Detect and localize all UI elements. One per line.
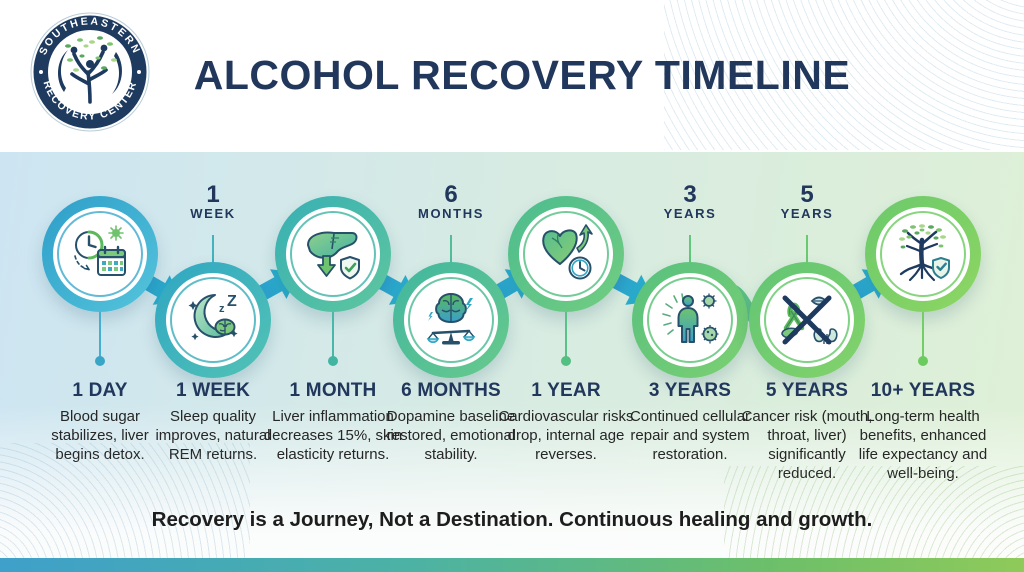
connector-line xyxy=(922,312,924,358)
milestone-description: Cardiovascular risks drop, internal age … xyxy=(498,408,634,464)
connector-line xyxy=(806,235,808,262)
connector-line xyxy=(565,312,567,358)
milestone-marker: 6 MONTHS xyxy=(385,182,517,221)
milestone-marker: 3 YEARS xyxy=(624,182,756,221)
milestone-description: Dopamine baseline restored, emotional st… xyxy=(386,408,516,464)
svg-text:Z: Z xyxy=(227,293,237,310)
milestone-description: Long-term health benefits, enhanced life… xyxy=(858,408,988,483)
milestone-badge xyxy=(865,196,981,312)
milestone-badge xyxy=(393,262,509,378)
connector-line xyxy=(212,235,214,262)
milestone-label: 1 YEAR xyxy=(531,380,601,401)
milestone-badge xyxy=(749,262,865,378)
milestone-badge xyxy=(275,196,391,312)
connector-dot xyxy=(918,356,928,366)
connector-dot xyxy=(328,356,338,366)
marker-number: 5 xyxy=(800,181,814,208)
milestone-label: 1 MONTH xyxy=(289,380,377,401)
bottom-gradient-bar xyxy=(0,558,1024,572)
milestone-label: 1 WEEK xyxy=(175,380,251,401)
connector-dot xyxy=(561,356,571,366)
milestone-label: 1 DAY xyxy=(72,380,128,401)
marker-unit: WEEK xyxy=(190,206,236,222)
connector-dot xyxy=(95,356,105,366)
milestone-description: Continued cellular repair and system res… xyxy=(629,408,751,464)
milestone-badge: z Z xyxy=(155,262,271,378)
milestone-description: Liver inflammation decreases 15%, skin e… xyxy=(263,408,403,464)
marker-unit: YEARS xyxy=(780,206,834,222)
milestone-description: Blood sugar stabilizes, liver begins det… xyxy=(51,408,149,464)
svg-text:z: z xyxy=(219,303,225,315)
milestone-marker: 1 WEEK xyxy=(147,182,279,221)
recovery-center-logo: SOUTHEASTERN RECOVERY CENTER xyxy=(30,12,150,132)
connector-line xyxy=(689,235,691,262)
marker-unit: YEARS xyxy=(663,206,717,222)
milestone-description: Cancer risk (mouth, throat, liver) signi… xyxy=(741,408,873,483)
footer-quote: Recovery is a Journey, Not a Destination… xyxy=(151,508,873,531)
cell-repair-icon xyxy=(662,293,719,344)
marker-number: 1 xyxy=(206,181,220,208)
header: SOUTHEASTERN RECOVERY CENTER xyxy=(0,0,1024,152)
marker-unit: MONTHS xyxy=(418,206,484,222)
milestone-marker: 5 YEARS xyxy=(741,182,873,221)
milestone-label: 6 MONTHS xyxy=(401,380,501,401)
milestone-label: 10+ YEARS xyxy=(870,380,976,401)
clock-calendar-icon xyxy=(74,225,126,276)
milestone-description: Sleep quality improves, natural REM retu… xyxy=(155,408,271,464)
marker-number: 3 xyxy=(683,181,697,208)
page-title: ALCOHOL RECOVERY TIMELINE xyxy=(193,52,851,98)
milestone-label: 5 YEARS xyxy=(765,380,849,401)
moon-sleep-icon: z Z xyxy=(188,293,238,341)
milestone-badge xyxy=(632,262,748,378)
cancer-risk-icon xyxy=(781,295,838,345)
connector-line xyxy=(99,312,101,358)
milestone-label: 3 YEARS xyxy=(648,380,732,401)
brain-balance-icon xyxy=(426,293,476,345)
logo-tree-icon xyxy=(58,36,122,104)
connector-line xyxy=(332,312,334,358)
heart-clock-icon xyxy=(542,224,593,280)
tree-wellness-icon xyxy=(899,224,950,282)
milestone-badge xyxy=(508,196,624,312)
liver-recovery-icon xyxy=(307,231,360,280)
milestone-badge xyxy=(42,196,158,312)
connector-line xyxy=(450,235,452,262)
marker-number: 6 xyxy=(444,181,458,208)
